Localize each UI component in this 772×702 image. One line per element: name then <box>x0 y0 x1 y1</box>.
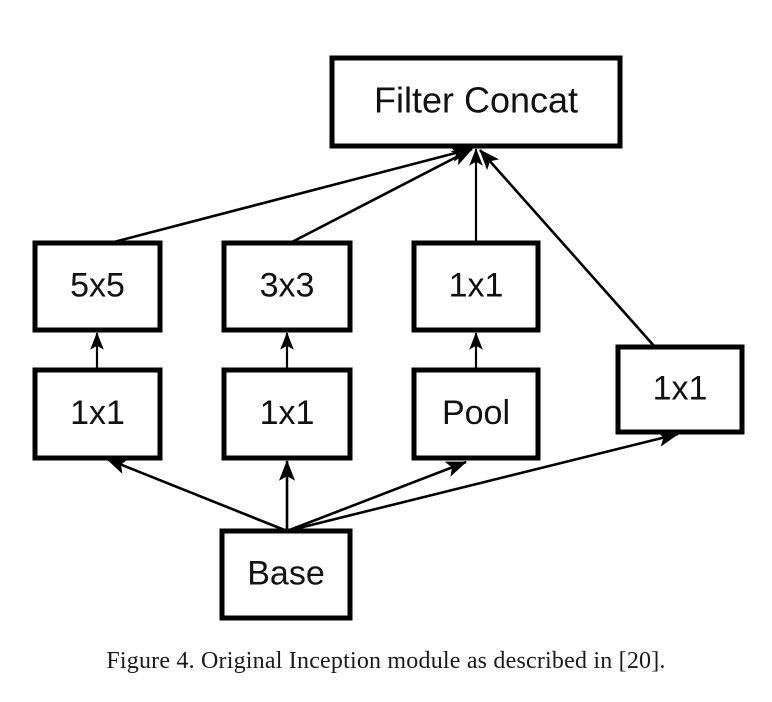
filter-concat-label: Filter Concat <box>374 80 578 121</box>
pool-box[interactable] <box>411 367 541 461</box>
pool-label: Pool <box>442 394 510 432</box>
conv3x3-box[interactable] <box>221 240 353 333</box>
node-base[interactable]: Base <box>219 528 353 621</box>
conv1x1-a-label: 1x1 <box>70 394 125 432</box>
edge-group <box>90 146 680 533</box>
conv1x1-c-label: 1x1 <box>449 266 504 304</box>
node-conv1x1-a[interactable]: 1x1 <box>32 367 163 461</box>
edge-3x3-to-filter-concat <box>289 147 473 245</box>
figure-caption: Figure 4. Original Inception module as d… <box>106 648 666 674</box>
base-label: Base <box>247 554 325 592</box>
edge-5x5-to-filter-concat <box>109 146 473 245</box>
edge-1x1-d-to-filter-concat <box>479 149 656 348</box>
edge-base-to-pool <box>286 460 467 533</box>
conv1x1-a-box[interactable] <box>32 367 163 461</box>
node-pool[interactable]: Pool <box>411 367 541 461</box>
node-conv1x1-b[interactable]: 1x1 <box>221 367 353 461</box>
conv5x5-box[interactable] <box>32 240 163 333</box>
node-conv1x1-c[interactable]: 1x1 <box>411 240 541 333</box>
node-conv3x3[interactable]: 3x3 <box>221 240 353 333</box>
node-conv5x5[interactable]: 5x5 <box>32 240 163 333</box>
conv1x1-d-label: 1x1 <box>653 369 708 407</box>
inception-module-diagram: Filter Concat 5x5 3x3 1x1 1x1 1x1 Pool <box>32 55 745 621</box>
base-box[interactable] <box>219 528 353 621</box>
conv1x1-d-box[interactable] <box>615 344 745 435</box>
edge-base-to-1x1-d <box>286 430 680 533</box>
conv1x1-b-label: 1x1 <box>260 394 315 432</box>
conv1x1-b-box[interactable] <box>221 367 353 461</box>
conv3x3-label: 3x3 <box>260 266 315 304</box>
node-filter-concat[interactable]: Filter Concat <box>329 55 623 149</box>
filter-concat-box[interactable] <box>329 55 623 149</box>
conv1x1-c-box[interactable] <box>411 240 541 333</box>
edge-base-to-1x1-a <box>106 457 288 533</box>
node-conv1x1-d[interactable]: 1x1 <box>615 344 745 435</box>
conv5x5-label: 5x5 <box>70 266 125 304</box>
